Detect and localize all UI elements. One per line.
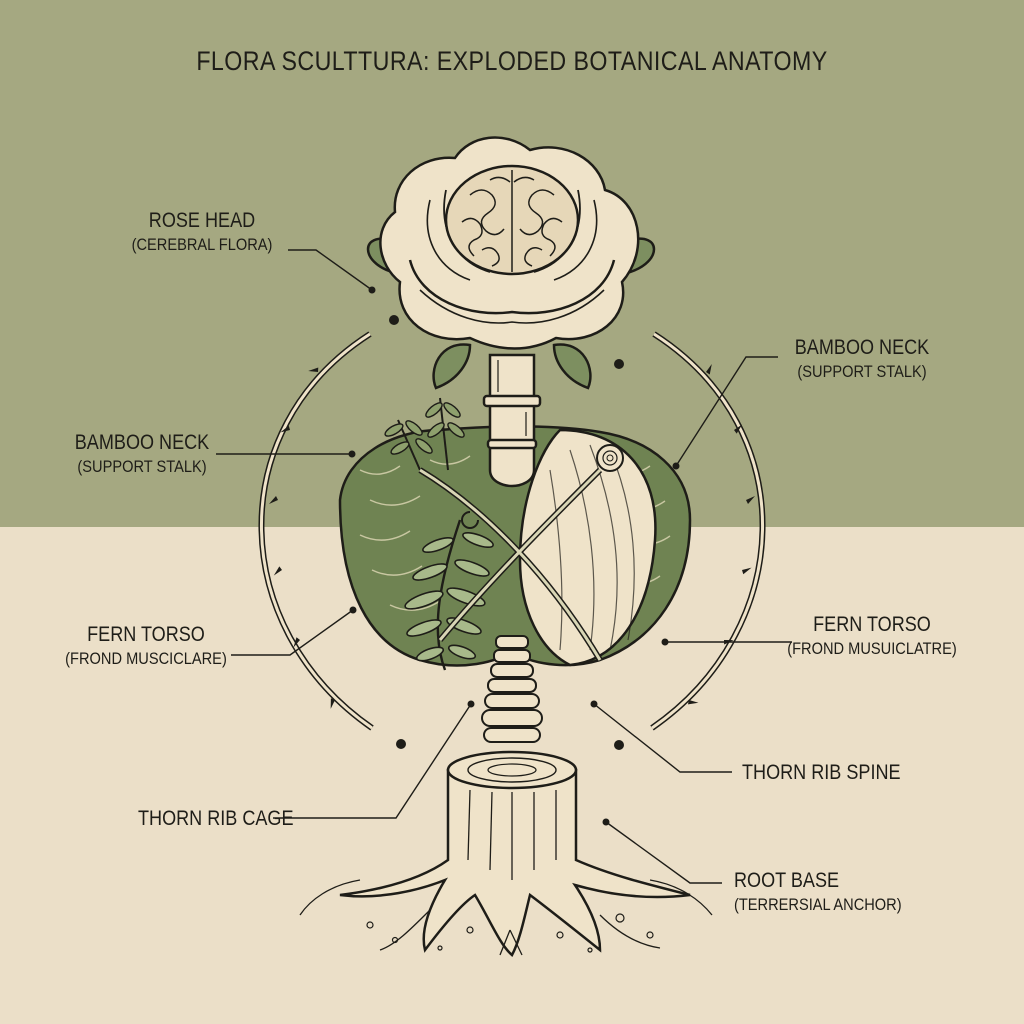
- root-base: [299, 750, 713, 957]
- label-bamboo-neck-right-sub: (SUPPORT STALK): [797, 362, 927, 382]
- label-thorn-rib-cage-main: THORN RIB CAGE: [138, 807, 294, 830]
- label-fern-torso-right-sub: (FROND MUSUICLATRE): [787, 639, 957, 659]
- label-thorn-rib-spine: THORN RIB SPINE: [742, 760, 926, 786]
- label-fern-torso-right-main: FERN TORSO: [813, 613, 931, 636]
- label-thorn-rib-spine-main: THORN RIB SPINE: [742, 761, 901, 784]
- marker-dots: [389, 315, 624, 750]
- label-bamboo-neck-right-main: BAMBOO NECK: [794, 336, 930, 359]
- bamboo-neck: [482, 353, 542, 488]
- leader-lines: [216, 249, 792, 884]
- label-fern-torso-left: FERN TORSO (FROND MUSCICLARE): [46, 622, 246, 670]
- label-thorn-rib-cage: THORN RIB CAGE: [138, 806, 319, 832]
- thorn-rib-arc-left: [258, 331, 374, 731]
- label-root-base-main: ROOT BASE: [734, 869, 840, 892]
- label-fern-torso-left-sub: (FROND MUSCICLARE): [65, 649, 227, 669]
- label-bamboo-neck-right: BAMBOO NECK (SUPPORT STALK): [772, 335, 952, 383]
- label-bamboo-neck-left-sub: (SUPPORT STALK): [77, 457, 207, 477]
- label-bamboo-neck-left-main: BAMBOO NECK: [74, 431, 210, 454]
- diagram-title: FLORA SCULTTURA: EXPLODED BOTANICAL ANAT…: [196, 46, 828, 76]
- label-rose-head: ROSE HEAD (CEREBRAL FLORA): [112, 208, 292, 256]
- thorn-rib-arc-right: [650, 331, 766, 731]
- label-bamboo-neck-left: BAMBOO NECK (SUPPORT STALK): [52, 430, 232, 478]
- label-fern-torso-right: FERN TORSO (FROND MUSUICLATRE): [772, 612, 972, 660]
- label-root-base-sub: (TERRERSIAL ANCHOR): [734, 895, 902, 915]
- label-rose-head-main: ROSE HEAD: [148, 209, 256, 232]
- label-rose-head-sub: (CEREBRAL FLORA): [131, 235, 273, 255]
- thorn-rib-spine: [481, 635, 543, 743]
- label-fern-torso-left-main: FERN TORSO: [87, 623, 205, 646]
- fern-torso: [338, 397, 692, 671]
- rose-head: [366, 136, 656, 390]
- label-root-base: ROOT BASE (TERRERSIAL ANCHOR): [734, 868, 929, 916]
